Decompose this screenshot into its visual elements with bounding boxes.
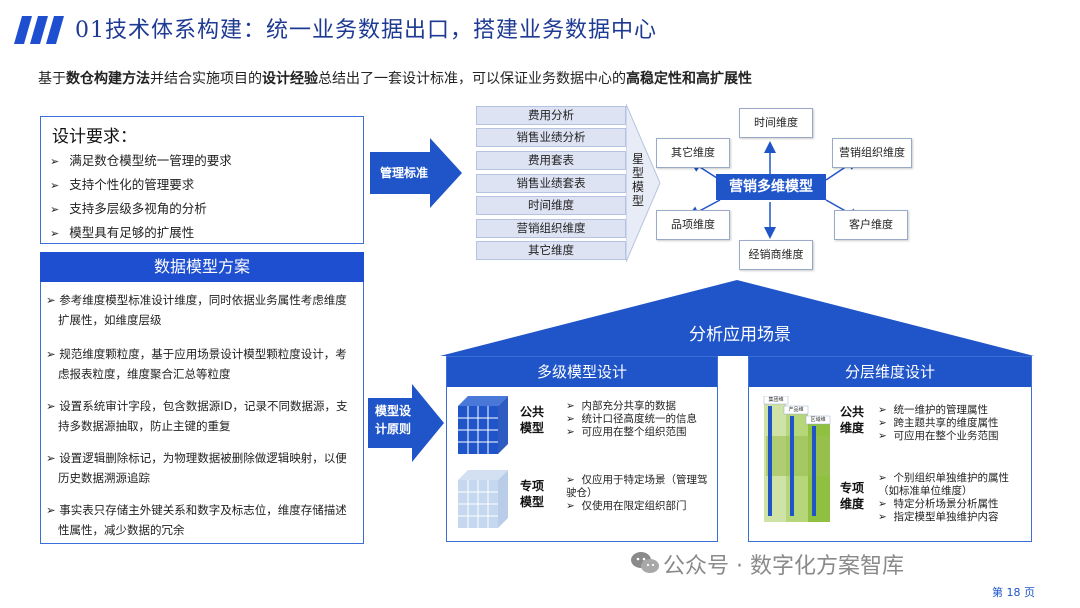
public-model-item: ➢ 内部充分共享的数据 [566, 400, 676, 412]
star-node-dealer: 经销商维度 [739, 240, 813, 270]
public-dim-items: ➢ 统一维护的管理属性 ➢ 跨主题共享的维度属性 ➢ 可应用在整个业务范围 [878, 404, 1028, 443]
dim-list-item: 费用套表 [476, 151, 626, 170]
page-title: 01技术体系构建：统一业务数据出口，搭建业务数据中心 [75, 18, 657, 43]
list-bracket-chevron [626, 104, 661, 262]
design-principle-label: 模型设计原则 [374, 404, 411, 436]
scenario-title: 分析应用场景 [689, 325, 791, 345]
arrow-bullet-icon: ➢ [46, 399, 60, 413]
special-model-item: ➢ 仅使用在限定组织部门 [566, 500, 687, 512]
dim-list-item: 营销组织维度 [476, 219, 626, 238]
page-number: 第 18 页 [992, 586, 1035, 599]
arrow-bullet-icon: ➢ [46, 451, 60, 465]
scenario-triangle [440, 280, 1034, 356]
requirement-item: ➢模型具有足够的扩展性 [50, 225, 195, 240]
data-model-item: ➢ 事实表只存储主外键关系和数字及标志位，维度存储描述性属性，减少数据的冗余 [46, 503, 347, 537]
data-model-item: ➢ 设置系统审计字段，包含数据源ID，记录不同数据源，支持多数据源抽取，防止主键… [46, 399, 348, 433]
special-model-item: ➢ 仅应用于特定场景（管理驾驶仓） [566, 474, 708, 499]
public-dim-item: ➢ 统一维护的管理属性 [878, 404, 988, 416]
requirements-box [40, 116, 364, 244]
public-dim-label: 公共维度 [839, 405, 864, 435]
dim-tag-product: 产品维 [788, 407, 804, 413]
special-model-label: 专项模型 [519, 479, 544, 509]
wechat-icon [631, 552, 659, 573]
arrow-bullet-icon: ➢ [50, 227, 60, 240]
arrow-bullet-icon: ➢ [46, 347, 60, 361]
data-model-item: ➢ 设置逻辑删除标记，为物理数据被删除做逻辑映射，以便历史数据溯源追踪 [46, 451, 347, 485]
arrow-bullet-icon: ➢ [50, 155, 60, 168]
dim-list-item: 销售业绩分析 [476, 128, 626, 147]
mgmt-standard-label: 管理标准 [379, 166, 428, 180]
layered-dim-title: 分层维度设计 [749, 357, 1031, 387]
special-model-items: ➢ 仅应用于特定场景（管理驾驶仓） ➢ 仅使用在限定组织部门 [566, 474, 712, 513]
public-model-cube-icon [458, 396, 508, 454]
public-model-item: ➢ 统计口径高度统一的信息 [566, 413, 697, 425]
requirement-item: ➢支持多层级多视角的分析 [50, 201, 207, 216]
special-dim-label: 专项维度 [839, 481, 864, 511]
arrow-bullet-icon: ➢ [46, 503, 60, 517]
star-node-other: 其它维度 [656, 138, 730, 168]
arrow-bullet-icon: ➢ [46, 293, 60, 307]
data-model-box [40, 252, 364, 544]
watermark: 公众号 · 数字化方案智库 [663, 554, 904, 579]
page-subtitle: 基于数仓构建方法并结合实施项目的设计经验总结出了一套设计标准，可以保证业务数据中… [38, 71, 752, 87]
dim-list-item: 时间维度 [476, 196, 626, 215]
special-dim-item: ➢ 指定模型单独维护内容 [878, 511, 999, 523]
public-dim-item: ➢ 可应用在整个业务范围 [878, 430, 999, 442]
special-model-cube-icon [458, 470, 508, 528]
star-model-label: 星型模型 [632, 152, 645, 208]
layered-dimension-graphic [763, 396, 831, 522]
data-model-item: ➢ 规范维度颗粒度，基于应用场景设计模型颗粒度设计，考虑报表粒度，维度聚合汇总等… [46, 347, 347, 381]
public-dim-item: ➢ 跨主题共享的维度属性 [878, 417, 999, 429]
mgmt-standard-arrow [370, 138, 462, 208]
special-dim-items: ➢ 个别组织单独维护的属性（如标准单位维度） ➢ 特定分析场景分析属性 ➢ 指定… [878, 472, 1028, 524]
arrow-bullet-icon: ➢ [50, 179, 60, 192]
special-dim-item: ➢ 个别组织单独维护的属性（如标准单位维度） [878, 472, 1009, 497]
public-model-item: ➢ 可应用在整个组织范围 [566, 426, 687, 438]
design-principle-arrow [368, 384, 444, 462]
star-center: 营销多维模型 [716, 174, 826, 200]
dim-tag-region: 区域维 [810, 417, 826, 423]
star-node-org: 营销组织维度 [832, 138, 912, 168]
dim-list-item: 费用分析 [476, 106, 626, 125]
requirement-item: ➢满足数仓模型统一管理的要求 [50, 153, 232, 168]
dim-tag-group: 集团维 [768, 397, 784, 403]
data-model-item: ➢ 参考维度模型标准设计维度，同时依据业务属性考虑维度扩展性，如维度层级 [46, 293, 347, 327]
public-model-items: ➢ 内部充分共享的数据 ➢ 统计口径高度统一的信息 ➢ 可应用在整个组织范围 [566, 400, 710, 439]
star-node-product: 品项维度 [656, 210, 730, 240]
requirement-item: ➢支持个性化的管理要求 [50, 177, 195, 192]
star-node-customer: 客户维度 [834, 210, 908, 240]
star-node-time: 时间维度 [739, 108, 813, 138]
title-logo-bars [14, 16, 64, 44]
arrow-bullet-icon: ➢ [50, 203, 60, 216]
dim-list-item: 其它维度 [476, 241, 626, 260]
multi-level-title: 多级模型设计 [447, 357, 717, 387]
public-model-label: 公共模型 [519, 405, 544, 435]
special-dim-item: ➢ 特定分析场景分析属性 [878, 498, 999, 510]
dim-list-item: 销售业绩套表 [476, 174, 626, 193]
requirements-title: 设计要求： [52, 127, 137, 147]
data-model-title: 数据模型方案 [40, 252, 364, 282]
